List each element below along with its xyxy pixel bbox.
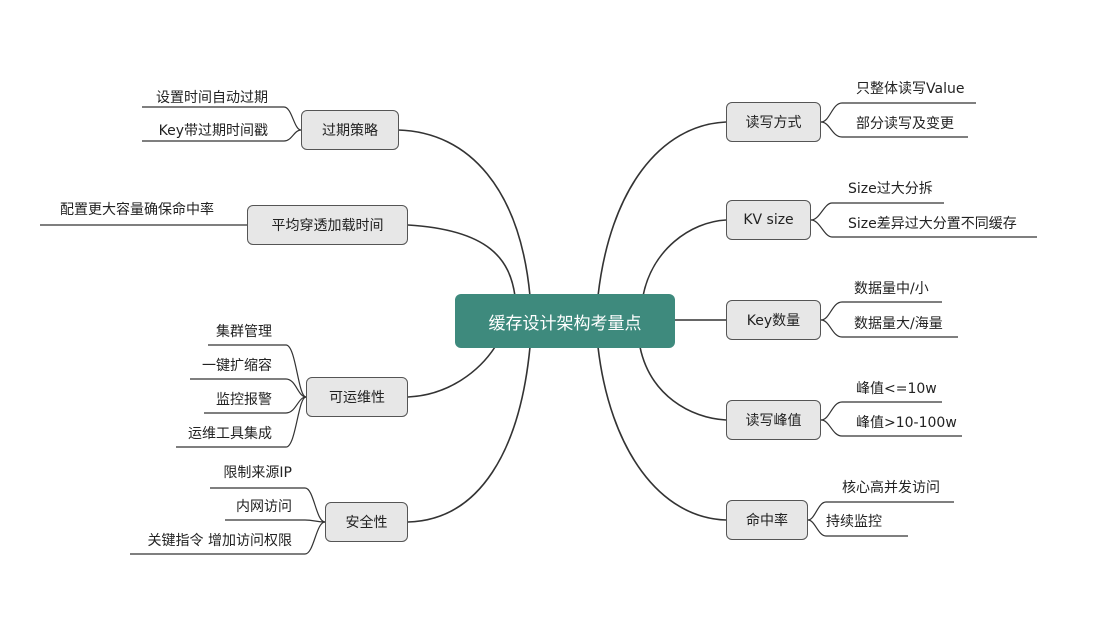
leaf-item[interactable]: 监控报警 (216, 392, 272, 408)
leaf-item[interactable]: 数据量大/海量 (854, 316, 943, 332)
leaf-item[interactable]: Key带过期时间戳 (158, 123, 268, 139)
branch-label: 平均穿透加载时间 (271, 218, 384, 234)
leaf-item[interactable]: Size过大分拆 (848, 181, 933, 197)
leaf-item[interactable]: 峰值>10-100w (856, 415, 957, 431)
branch-label: 读写峰值 (745, 413, 802, 429)
leaf-item[interactable]: 只整体读写Value (856, 81, 965, 97)
leaf-item[interactable]: 配置更大容量确保命中率 (60, 202, 214, 218)
branch-label: Key数量 (746, 313, 801, 329)
leaf-item[interactable]: 核心高并发访问 (842, 480, 940, 496)
leaf-item[interactable]: 数据量中/小 (854, 281, 929, 297)
leaf-item[interactable]: 关键指令 增加访问权限 (147, 533, 292, 549)
leaf-item[interactable]: 部分读写及变更 (856, 116, 954, 132)
branch-operability[interactable]: 可运维性 (306, 377, 408, 417)
branch-security[interactable]: 安全性 (325, 502, 408, 542)
leaf-item[interactable]: 运维工具集成 (188, 426, 272, 442)
leaf-item[interactable]: 一键扩缩容 (202, 358, 272, 374)
branch-expire-policy[interactable]: 过期策略 (301, 110, 399, 150)
leaf-item[interactable]: 集群管理 (216, 324, 272, 340)
branch-label: 安全性 (345, 515, 388, 531)
branch-label: 读写方式 (745, 115, 802, 131)
branch-kv-size[interactable]: KV size (726, 200, 811, 240)
branch-label: KV size (743, 212, 794, 228)
leaf-item[interactable]: 内网访问 (236, 499, 292, 515)
leaf-item[interactable]: 设置时间自动过期 (156, 90, 268, 106)
branch-avg-penetration-load-time[interactable]: 平均穿透加载时间 (247, 205, 408, 245)
branch-key-count[interactable]: Key数量 (726, 300, 821, 340)
central-topic[interactable]: 缓存设计架构考量点 (455, 294, 675, 348)
leaf-item[interactable]: 峰值<=10w (856, 381, 937, 397)
central-topic-label: 缓存设计架构考量点 (488, 313, 642, 334)
branch-hit-rate[interactable]: 命中率 (726, 500, 808, 540)
branch-read-write-mode[interactable]: 读写方式 (726, 102, 821, 142)
branch-label: 可运维性 (329, 390, 385, 406)
leaf-item[interactable]: 限制来源IP (223, 465, 292, 481)
branch-label: 过期策略 (322, 123, 378, 139)
branch-read-write-peak[interactable]: 读写峰值 (726, 400, 821, 440)
leaf-item[interactable]: 持续监控 (826, 514, 882, 530)
leaf-item[interactable]: Size差异过大分置不同缓存 (848, 216, 1017, 232)
branch-label: 命中率 (746, 513, 788, 529)
